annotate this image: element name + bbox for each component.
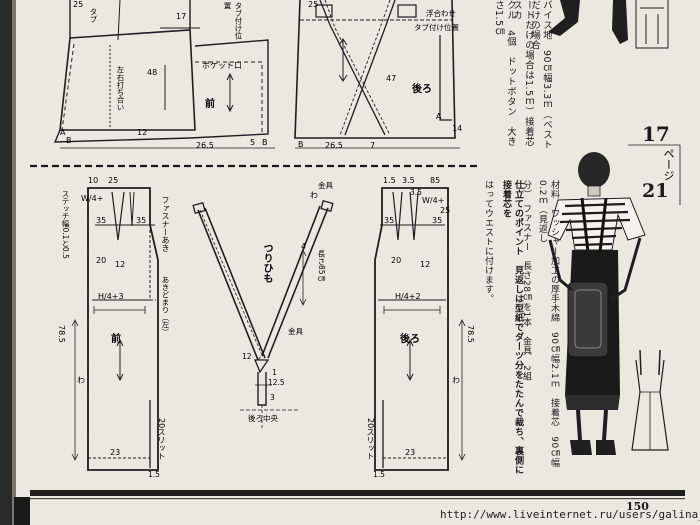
materials-col-3: 仕立てのポイント 見返しは型紙でダーツ分をたたんで裁ち、裏側に接着芯を: [501, 180, 523, 475]
materials-col-4: はってウエストに付けます。: [483, 180, 493, 304]
front-label-23: 23: [110, 448, 121, 457]
front-label-slit: 20スリット: [157, 418, 166, 461]
front-label-20: 20: [96, 256, 107, 265]
front-skirt-title: 前: [111, 334, 121, 345]
strap-title: つりひも: [261, 243, 272, 283]
front-label-10: 10: [88, 176, 99, 185]
top-right-label-25: 25: [308, 0, 319, 9]
page-ref-number2: 21: [642, 180, 669, 202]
strap-label-hardware2: 金具: [288, 327, 303, 336]
back-label-20: 20: [391, 256, 402, 265]
top-left-label-tab-pos: タブ付け位置: [223, 2, 243, 40]
top-right-label-tab-pos: タブ付け位置: [414, 23, 459, 32]
front-label-25: 25: [108, 176, 119, 185]
back-label-35: 3.5: [402, 176, 415, 185]
front-label-w4: W/4+: [81, 194, 104, 203]
top-right-label-back: 後ろ: [412, 84, 432, 95]
strap-label-4: 4: [301, 242, 306, 251]
back-label-w4: W/4+: [422, 196, 445, 205]
top-right-label-7: 7: [370, 141, 376, 150]
front-label-h4: H/4+3: [98, 292, 124, 301]
top-right-label-B: B: [298, 140, 304, 149]
page-ref-number: 17: [642, 122, 670, 146]
top-text-col-1: バイス地 90㎝幅3.3ｍ（ベストだけの場合: [529, 0, 552, 150]
top-left-label-A: A: [60, 128, 66, 137]
top-left-label-overlap: 左右打ち合い: [116, 66, 125, 111]
front-skirt-pattern: [71, 187, 159, 471]
back-label-35c: 3.5: [410, 188, 422, 197]
front-label-stitch: ステッチ幅0.1と0.5: [61, 190, 70, 259]
top-left-label-5: 5: [250, 138, 256, 147]
back-label-12: 12: [420, 260, 431, 269]
back-skirt-pattern: [374, 187, 466, 471]
top-left-label-B: B: [66, 136, 72, 145]
watermark-url[interactable]: http://www.liveinternet.ru/users/galina_…: [440, 508, 700, 521]
top-text-col-2: ートだけの場合は1.5ｍ）接着芯 スカ: [511, 0, 534, 150]
strap-label-length: 長さ85㎝: [317, 250, 326, 283]
back-label-slit: 20スリット: [366, 418, 375, 461]
fashion-figure-illustration: [547, 152, 669, 455]
top-right-label-14: 14: [452, 124, 463, 133]
top-left-label-12: 12: [137, 128, 148, 137]
materials-col-2: 分） ファスナー 長さ28㎝を1本 金具 2組: [521, 180, 531, 381]
top-left-label-tab: タブ: [89, 8, 98, 23]
top-left-label-48: 48: [147, 68, 158, 77]
top-right-label-fit: 浮合わせ: [426, 9, 456, 18]
top-left-label-pocket: ポケット口: [202, 61, 242, 70]
top-left-label-17: 17: [176, 12, 187, 21]
top-left-label-25: 25: [73, 0, 84, 9]
top-right-label-265: 26.5: [325, 141, 343, 150]
front-label-12: 12: [115, 260, 126, 269]
strap-label-hardware: 金具: [318, 181, 333, 190]
strap-label-back-center: 後ろ中央: [248, 414, 278, 423]
front-label-zipper: ファスナーあき: [161, 196, 170, 252]
strap-pattern: [192, 200, 334, 430]
front-label-785: 78.5: [57, 325, 66, 343]
top-left-label-265: 26.5: [196, 141, 214, 150]
back-label-35e: 35: [432, 216, 443, 225]
top-text-col-3: クル 4個 ドットボタン 大きさ1.5㎝: [493, 0, 516, 147]
back-skirt-title: 後ろ: [400, 334, 420, 345]
strap-label-3: 3: [270, 393, 275, 402]
back-label-h4: H/4+2: [395, 292, 421, 301]
back-label-15b: 1.5: [373, 470, 385, 479]
front-label-35b: 35: [136, 216, 147, 225]
back-label-15: 1.5: [383, 176, 396, 185]
back-label-23: 23: [405, 448, 416, 457]
top-left-label-front: 前: [205, 99, 215, 110]
top-left-pattern-piece: [53, 0, 275, 149]
top-right-label-47: 47: [386, 74, 397, 83]
back-label-785: 78.5: [466, 325, 475, 343]
binding-edge: [0, 0, 12, 525]
strap-label-wa: わ: [310, 191, 318, 200]
top-right-label-A: A: [436, 112, 442, 121]
back-label-25: 25: [440, 206, 451, 215]
back-label-35d: 35: [384, 216, 395, 225]
front-label-stop: あきどまり（左）: [161, 276, 170, 336]
strap-label-12: 12: [242, 352, 252, 361]
back-label-85: 85: [430, 176, 441, 185]
top-left-label-B2: B: [262, 138, 268, 147]
materials-col-1: 材料 ワッシャー加工の厚手木綿 90㎝幅2.1ｍ 接着芯 90㎝幅0.2ｍ（見返…: [537, 180, 559, 468]
front-label-35a: 35: [96, 216, 107, 225]
top-right-pattern-piece: [294, 0, 460, 149]
front-label-15: 1.5: [148, 470, 160, 479]
bottom-rule: [30, 490, 685, 496]
front-label-wa: わ: [77, 376, 85, 385]
page-ref-suffix: ページ: [662, 148, 675, 181]
back-label-wa: わ: [452, 376, 460, 385]
strap-label-1: 1: [272, 368, 277, 377]
strap-label-125: 12.5: [268, 378, 285, 387]
page-ref-emblem: [628, 144, 681, 205]
illustration-top-right: [548, 0, 669, 49]
page-number: 150: [626, 500, 649, 513]
